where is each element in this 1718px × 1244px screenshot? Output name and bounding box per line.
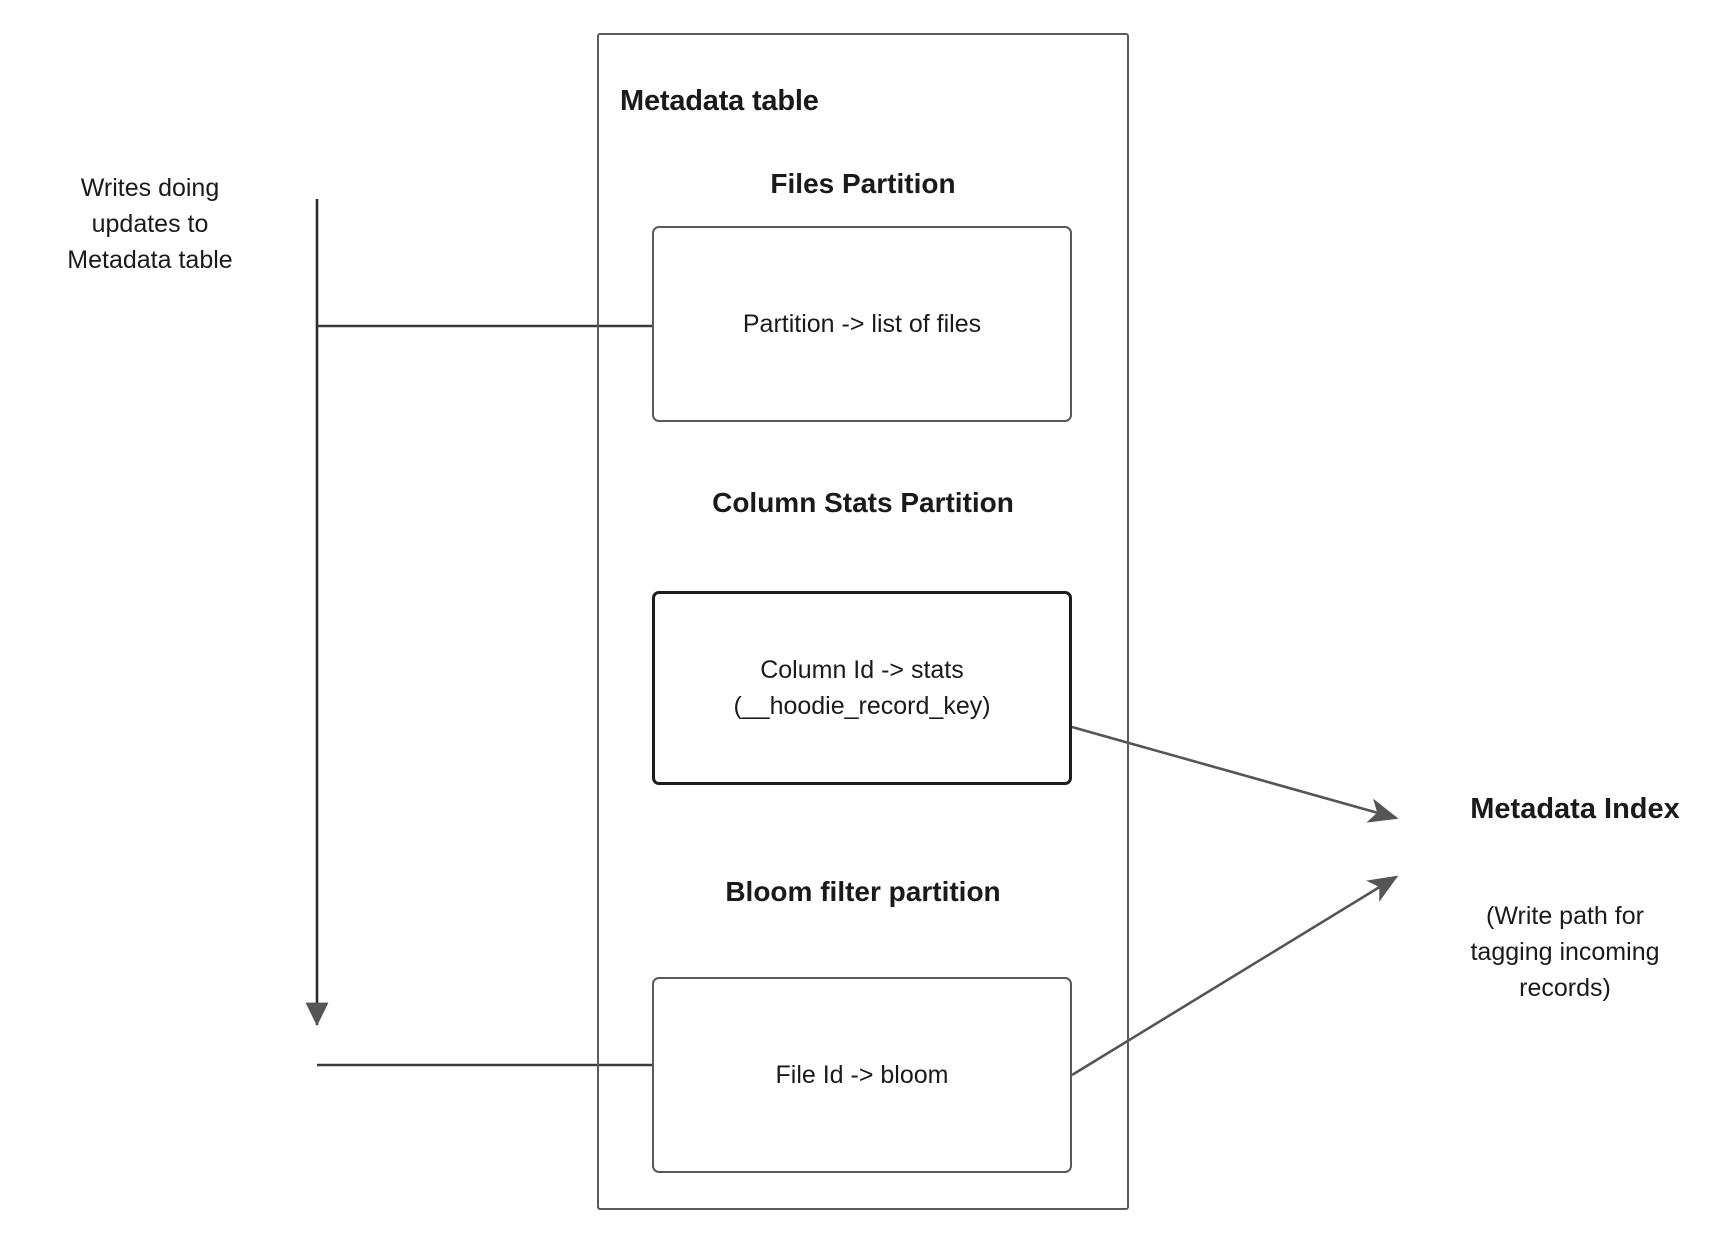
writes-doing-updates-label: Writes doing updates to Metadata table — [67, 174, 233, 274]
metadata-index-caption: (Write path for tagging incoming records… — [1470, 902, 1660, 1002]
files-partition-heading: Files Partition — [770, 168, 956, 199]
files-partition-box-text: Partition -> list of files — [742, 309, 982, 338]
files-partition-box: Partition -> list of files — [652, 226, 1072, 422]
bloom-filter-box-text: File Id -> bloom — [775, 1060, 949, 1089]
column-stats-partition-heading: Column Stats Partition — [712, 487, 1014, 518]
column-stats-box-text: Column Id -> stats (__hoodie_record_key) — [733, 655, 991, 720]
column-stats-box: Column Id -> stats (__hoodie_record_key) — [652, 591, 1072, 785]
bloom-filter-box: File Id -> bloom — [652, 977, 1072, 1173]
metadata-table-container — [597, 33, 1129, 1210]
metadata-index-title: Metadata Index — [1470, 793, 1680, 825]
bloom-filter-partition-heading: Bloom filter partition — [725, 876, 1001, 907]
metadata-table-title: Metadata table — [620, 85, 819, 117]
